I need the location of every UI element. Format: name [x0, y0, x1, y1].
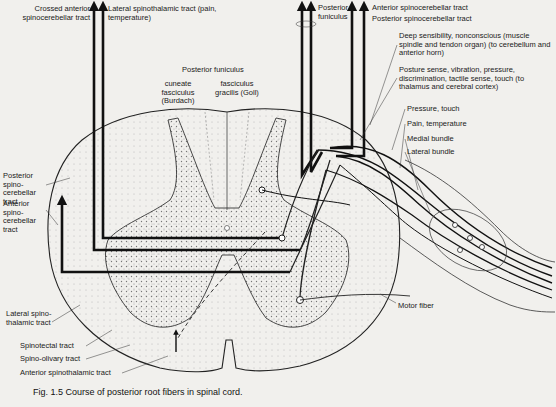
anatomy-label: Lateral spinothalamic tract (pain, tempe… [108, 5, 218, 22]
figure-caption: Fig. 1.5 Course of posterior root fibers… [33, 387, 433, 398]
anatomy-label: Posterior spinocerebellar tract [372, 15, 502, 24]
anatomy-label: Pain, temperature [407, 120, 507, 129]
anatomy-label: Posterior funiculus [182, 66, 272, 75]
anatomy-label: Posture sense, vibration, pressure, disc… [399, 66, 551, 92]
anatomy-label: Medial bundle [407, 135, 507, 144]
anatomy-label: Posterior funiculus [318, 4, 358, 21]
anatomy-label: Anterior spino- cerebellar tract [3, 200, 47, 234]
anatomy-label: Anterior spinothalamic tract [20, 369, 124, 378]
anatomy-label: Spinotectal tract [20, 342, 90, 351]
anatomy-label: Spino-olivary tract [20, 355, 90, 364]
anatomy-label: Crossed anterior spinocerebellar tract [22, 5, 90, 22]
anatomy-label: Anterior spinocerebellar tract [372, 4, 502, 13]
anatomy-label: fasciculus gracilis (Goll) [212, 80, 262, 97]
anatomy-label: Deep sensibility, nonconscious (muscle s… [399, 32, 551, 58]
anatomy-label: cuneate fasciculus (Burdach) [152, 80, 204, 106]
anatomy-label: Lateral spino- thalamic tract [6, 310, 52, 327]
anatomy-label: Lateral bundle [407, 148, 507, 157]
anatomy-label: Pressure, touch [407, 105, 507, 114]
anatomy-label: Motor fiber [398, 302, 478, 311]
